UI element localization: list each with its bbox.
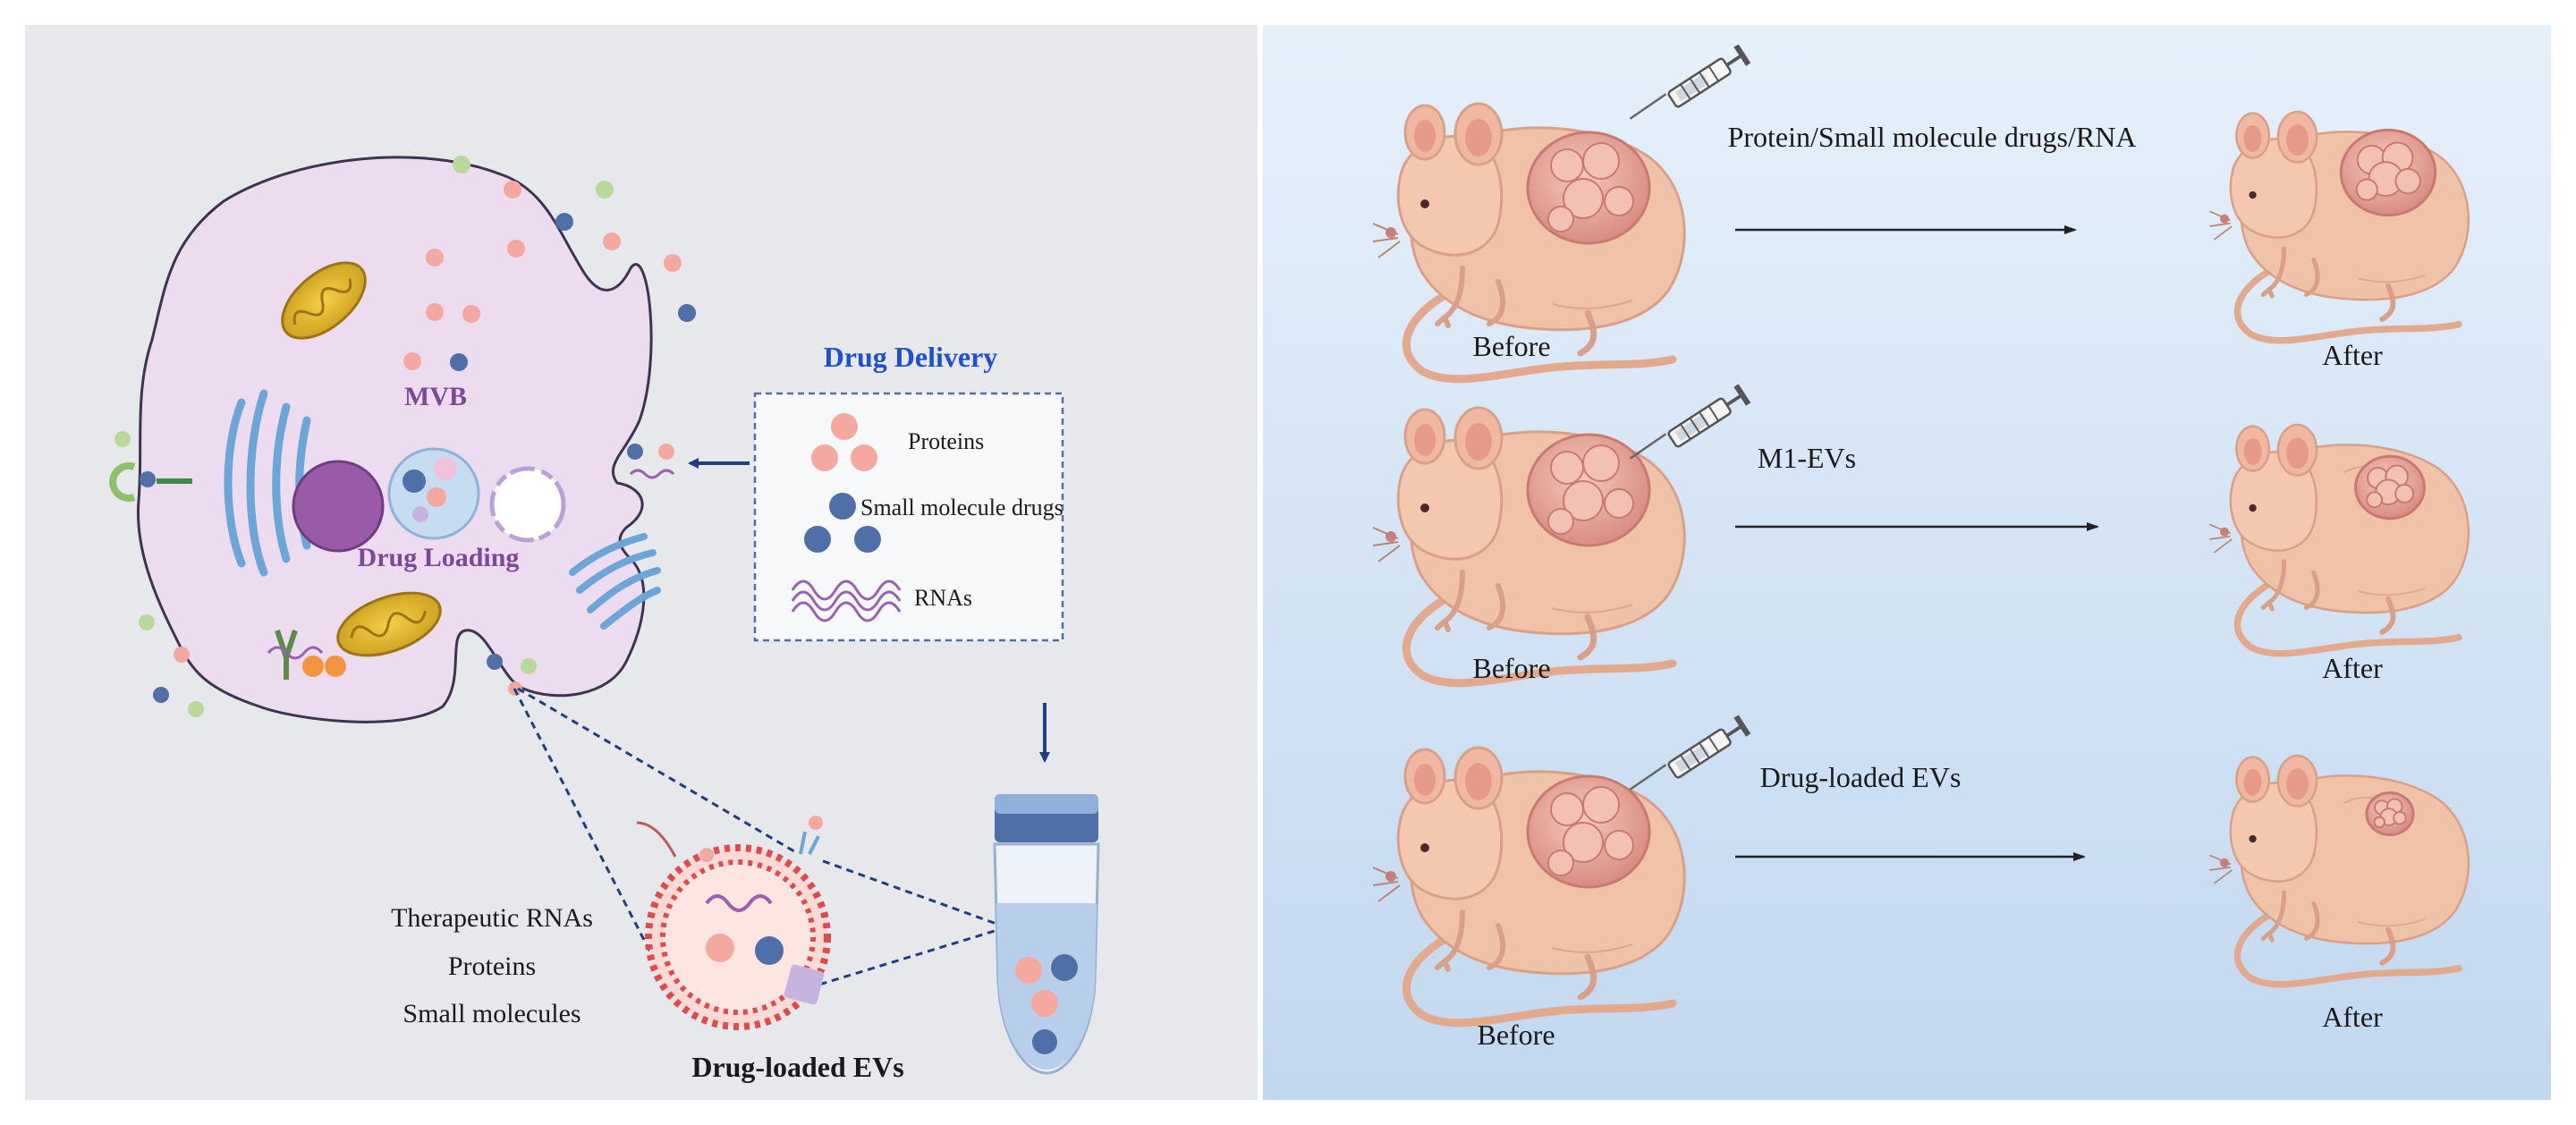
- cargo-item-therapeutic-rnas: Therapeutic RNAs: [391, 903, 593, 933]
- endocytic-pocket: [627, 444, 675, 479]
- nucleus: [292, 460, 385, 553]
- zoom-lines: [513, 687, 1007, 996]
- mitochondrion-top: [281, 261, 367, 340]
- tumor-before-1: [1526, 131, 1651, 245]
- tumor-after-2: [2354, 454, 2426, 520]
- vesicle-ring: [489, 466, 566, 543]
- tumor-before-2: [1526, 433, 1651, 547]
- treatment-label-3: Drug-loaded EVs: [1760, 761, 1962, 793]
- ev-label: Drug-loaded EVs: [691, 1051, 903, 1083]
- cargo-item-small-molecules: Small molecules: [402, 999, 580, 1028]
- cell-illustration: [109, 156, 675, 723]
- legend-box: [753, 392, 1064, 642]
- after-label-2: After: [2322, 652, 2383, 684]
- drug-loaded-ev: [636, 816, 831, 1030]
- treatment-row-2: M1-EVs Before After: [1373, 385, 2469, 684]
- legend-item-rnas: RNAs: [914, 585, 972, 611]
- golgi-apparatus: [569, 533, 661, 630]
- mitochondrion-bottom: [336, 591, 442, 657]
- mvb-label: MVB: [404, 382, 467, 411]
- tumor-before-3: [1526, 774, 1651, 889]
- before-label-2: Before: [1472, 652, 1550, 684]
- scattered-particles: [139, 156, 696, 717]
- after-label-1: After: [2322, 339, 2383, 371]
- treatment-row-1: Protein/Small molecule drugs/RNA Before …: [1373, 45, 2469, 378]
- cargo-list: Therapeutic RNAs Proteins Small molecule…: [391, 903, 593, 1028]
- rna-strands-icon: [791, 579, 902, 622]
- cell-membrane: [136, 156, 653, 723]
- tumor-after-3: [2365, 791, 2415, 837]
- tumor-after-1: [2339, 128, 2437, 217]
- legend-title: Drug Delivery: [824, 341, 998, 373]
- mvb-organelle: [387, 447, 480, 540]
- sample-tube: [993, 794, 1100, 1075]
- drug-delivery-legend: Drug Delivery Proteins Small molecule dr…: [753, 341, 1064, 642]
- treatment-row-3: Drug-loaded EVs Before After: [1373, 715, 2469, 1051]
- drug-loading-label: Drug Loading: [358, 543, 520, 572]
- after-label-3: After: [2322, 1001, 2383, 1033]
- before-label-1: Before: [1472, 330, 1550, 362]
- treatment-label-2: M1-EVs: [1758, 442, 1856, 474]
- protein-dots-icon: [811, 413, 877, 471]
- membrane-complex: [267, 630, 346, 680]
- treatment-label-1: Protein/Small molecule drugs/RNA: [1728, 121, 2137, 153]
- surface-receptor: [109, 431, 192, 502]
- cargo-item-proteins: Proteins: [448, 952, 536, 981]
- before-label-3: Before: [1477, 1019, 1555, 1051]
- legend-item-small-molecule-drugs: Small molecule drugs: [860, 495, 1063, 520]
- small-molecule-dots-icon: [804, 493, 881, 553]
- legend-item-proteins: Proteins: [908, 428, 984, 454]
